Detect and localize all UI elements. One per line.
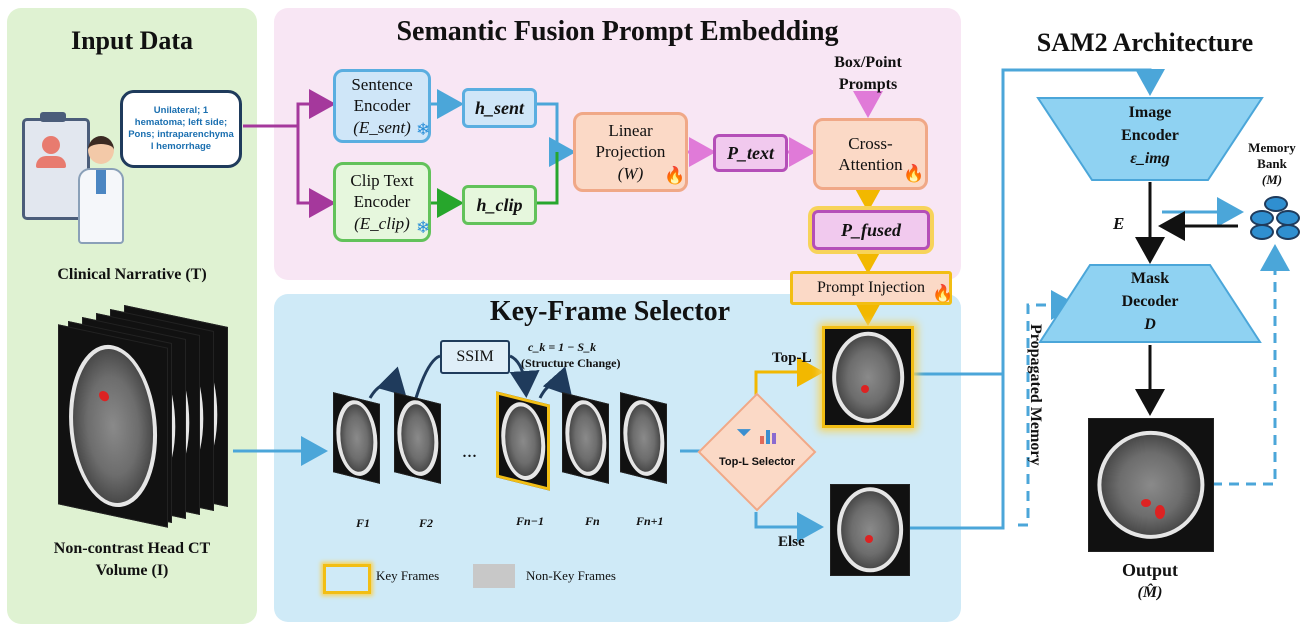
h-sent-box: h_sent: [462, 88, 537, 128]
cross-attention-line1: Cross-: [848, 133, 893, 153]
frames-ellipsis: ...: [462, 440, 477, 462]
frame-label-f1: F1: [356, 516, 371, 530]
memory-bank-line1: Memory: [1248, 140, 1296, 155]
memory-bank-line2: Bank: [1257, 156, 1287, 171]
h-clip-box: h_clip: [462, 185, 537, 225]
non-key-frame-output: [830, 484, 910, 576]
frame-label-fn: Fn: [585, 514, 600, 528]
frame-label-f2: F2: [419, 516, 434, 530]
p-fused-box: P_fused: [812, 210, 930, 250]
image-encoder-symbol: ε_img: [1130, 150, 1170, 167]
legend-key-swatch: [323, 564, 371, 594]
output-ct-image: [1088, 418, 1214, 552]
linear-symbol: (W): [617, 163, 644, 183]
flame-icon: 🔥: [664, 166, 686, 185]
patient-avatar-icon: [42, 136, 60, 154]
frame-label-fn-1: Fn−1: [516, 514, 544, 528]
image-encoder-shape: [1036, 97, 1264, 181]
snowflake-icon: ❄: [416, 120, 431, 139]
doctor-icon: [78, 136, 124, 244]
prompt-injection-box: Prompt Injection: [790, 271, 952, 305]
legend-nonkey-swatch: [473, 564, 515, 588]
top-l-selector-label: Top-L Selector: [719, 456, 795, 468]
cross-attention-line2: Attention: [838, 155, 903, 174]
clip-encoder-symbol: (E_clip): [354, 213, 410, 233]
p-text-box: P_text: [713, 134, 788, 172]
propagated-memory-label: Propagated Memory: [1027, 324, 1044, 466]
image-encoder-line2: Encoder: [1121, 127, 1179, 144]
sentence-encoder-box: Sentence Encoder (E_sent): [333, 69, 431, 143]
volume-label-line1: Non-contrast Head CT: [53, 540, 211, 557]
sentence-encoder-line1: Sentence: [351, 75, 413, 95]
mask-decoder-symbol: D: [1144, 316, 1156, 333]
clinical-narrative-label: Clinical Narrative (T): [57, 266, 207, 283]
output-label-line1: Output: [1121, 560, 1179, 580]
prompt-injection-label: Prompt Injection: [817, 279, 925, 296]
key-frame-output: [822, 326, 914, 428]
database-icon: [1244, 196, 1302, 240]
clipboard-clip: [40, 112, 66, 122]
image-encoder-line1: Image: [1128, 104, 1172, 121]
input-data-title: Input Data: [70, 26, 194, 55]
output-label-line2: (M̂): [1137, 584, 1163, 601]
narrative-bubble: Unilateral; 1 hematoma; left side; Pons;…: [120, 90, 242, 168]
clinician-illustration: [20, 108, 125, 246]
h-clip-label: h_clip: [476, 194, 523, 215]
semantic-fusion-title: Semantic Fusion Prompt Embedding: [396, 16, 839, 47]
patient-avatar-body: [36, 156, 66, 168]
frame-label-fn1: Fn+1: [636, 514, 664, 528]
p-fused-label: P_fused: [841, 219, 901, 240]
clip-text-encoder-box: Clip Text Encoder (E_clip): [333, 162, 431, 242]
box-point-prompts-line1: Box/Point: [834, 54, 902, 71]
ssim-box: SSIM: [440, 340, 510, 374]
narrative-text: Unilateral; 1 hematoma; left side; Pons;…: [128, 104, 234, 153]
top-l-label: Top-L: [772, 350, 812, 366]
linear-projection-box: Linear Projection (W): [573, 112, 688, 192]
flame-icon: 🔥: [932, 284, 954, 303]
else-label: Else: [778, 534, 805, 550]
legend-key-label: Key Frames: [376, 568, 440, 583]
flame-icon: 🔥: [903, 164, 925, 183]
clip-encoder-line1: Clip Text: [350, 171, 414, 191]
snowflake-icon: ❄: [416, 218, 431, 237]
box-point-prompts-line2: Prompts: [838, 76, 898, 93]
linear-line1: Linear: [608, 121, 653, 141]
h-sent-label: h_sent: [474, 97, 525, 118]
key-frame-selector-title: Key-Frame Selector: [489, 296, 731, 327]
sentence-encoder-line2: Encoder: [353, 96, 411, 116]
memory-bank-symbol: (M): [1261, 172, 1283, 187]
mask-decoder-line1: Mask: [1130, 270, 1170, 287]
clip-encoder-line2: Encoder: [353, 192, 411, 212]
p-text-label: P_text: [727, 142, 774, 163]
cross-attention-box: Cross- Attention: [813, 118, 928, 190]
mask-decoder-shape: [1038, 264, 1262, 343]
ssim-label: SSIM: [456, 348, 494, 365]
volume-label-line2: Volume (I): [95, 562, 169, 579]
legend-nonkey-label: Non-Key Frames: [526, 568, 616, 583]
structure-change-label: (Structure Change): [521, 356, 621, 370]
sam2-title: SAM2 Architecture: [1036, 28, 1254, 57]
ck-formula: c_k = 1 − S_k: [528, 340, 597, 354]
funnel-icon: ⏷: [736, 422, 752, 444]
sentence-encoder-symbol: (E_sent): [353, 117, 411, 137]
linear-line2: Projection: [595, 142, 666, 162]
e-label: E: [1113, 214, 1125, 233]
mask-decoder-line2: Decoder: [1121, 293, 1179, 310]
bar-chart-icon: [760, 428, 778, 444]
